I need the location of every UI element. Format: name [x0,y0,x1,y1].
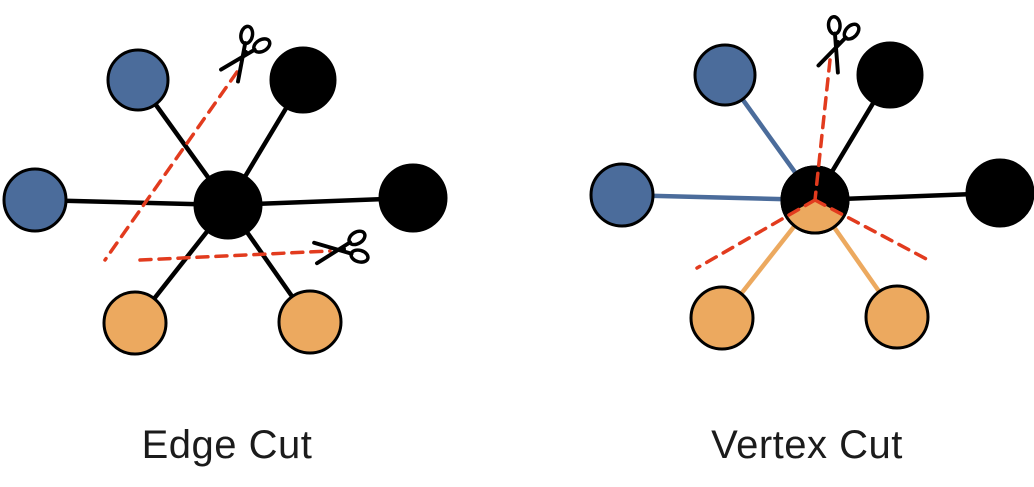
edge-cut-node-top-right [269,46,337,114]
edge-cut-diagram [2,24,448,356]
scissors-icon [816,15,861,75]
vertex-cut-cut-line-1 [813,58,832,202]
edge-cut-node-right [378,163,448,233]
scissors-icon [219,24,272,84]
vertex-cut-node-bottom-right [864,284,930,350]
vertex-cut-node-left [589,162,655,228]
vertex-cut-node-center-outline [780,165,850,235]
edge-cut-node-top-left [106,48,170,112]
vertex-cut-cut-line-2 [695,198,817,270]
edge-cut-node-center [193,170,263,240]
vertex-cut-node-bottom-left [689,285,755,351]
vertex-cut-cut-line-3 [813,198,934,264]
edge-cut-node-bottom-left [102,290,168,356]
edge-cut-label: Edge Cut [141,423,313,467]
edge-cut-node-left [2,167,68,233]
scissors-icon [312,229,370,266]
vertex-cut-diagram [589,15,1034,351]
vertex-cut-label: Vertex Cut [711,423,903,467]
edge-cut-cut-line-1 [103,70,239,262]
vertex-cut-node-top-right [856,41,924,109]
edge-cut-cut-line-2 [138,249,332,262]
vertex-cut-center-wedge [785,200,845,233]
edge-cut-node-bottom-right [277,289,343,355]
vertex-cut-node-right [965,158,1034,228]
vertex-cut-node-top-left [693,43,757,107]
